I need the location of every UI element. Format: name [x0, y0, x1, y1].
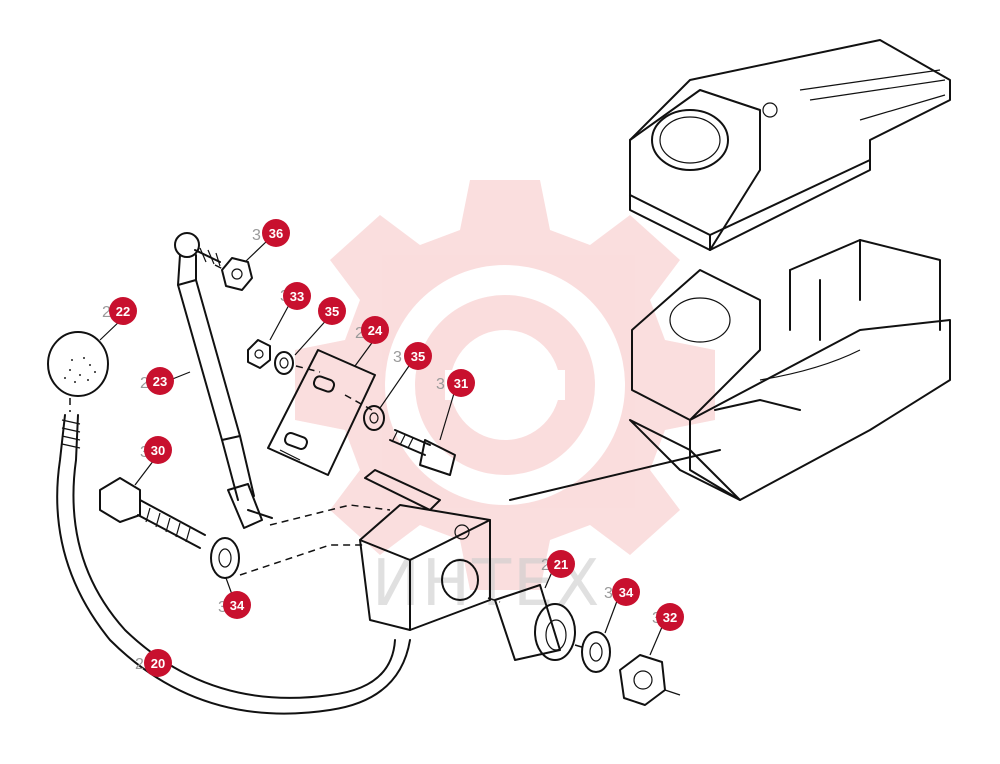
housing-cover [629, 39, 951, 251]
callout-badge-label: 22 [116, 304, 130, 319]
shift-rod [56, 414, 411, 715]
callout-badge-circle [262, 219, 290, 247]
svg-text:3: 3 [218, 599, 227, 616]
watermark-gear-icon [295, 180, 715, 590]
housing-chassis [509, 239, 951, 501]
callout-badge-circle [146, 367, 174, 395]
callout-badge-circle [361, 316, 389, 344]
callout-badge-label: 35 [411, 349, 425, 364]
callout-badge-label: 34 [230, 598, 245, 613]
callout-badge-circle [144, 649, 172, 677]
callout-badge-circle [223, 591, 251, 619]
nut-32 [619, 654, 681, 706]
callout-badge-label: 35 [325, 304, 339, 319]
callout-badge-34[interactable]: 34 [223, 591, 251, 619]
callout-badge-32[interactable]: 32 [656, 603, 684, 631]
callout-badge-31[interactable]: 31 [447, 369, 475, 397]
callout-badge-20[interactable]: 20 [144, 649, 172, 677]
callout-badge-label: 36 [269, 226, 283, 241]
nut-33 [247, 339, 271, 369]
callout-badge-label: 24 [368, 323, 383, 338]
pivot-block [359, 469, 491, 631]
callout-badge-label: 23 [153, 374, 167, 389]
callout-badge-label: 30 [151, 443, 165, 458]
callout-badge-circle [144, 436, 172, 464]
svg-text:3: 3 [604, 585, 613, 602]
washer-35-lower [363, 405, 385, 431]
assembly-lines [69, 264, 586, 649]
washer-34-right [581, 631, 611, 673]
bushing-21 [494, 584, 576, 661]
callout-badge-35[interactable]: 35 [318, 297, 346, 325]
svg-text:2: 2 [355, 325, 364, 342]
callout-badge-22[interactable]: 22 [109, 297, 137, 325]
callout-badge-circle [612, 578, 640, 606]
svg-text:2: 2 [541, 557, 550, 574]
washer-34-left [210, 537, 240, 579]
callout-badge-label: 32 [663, 610, 677, 625]
callout-badge-label: 20 [151, 656, 165, 671]
callout-badge-label: 33 [290, 289, 304, 304]
callout-badge-label: 21 [554, 557, 568, 572]
nut-36 [221, 257, 253, 291]
gas-spring [174, 232, 273, 529]
bracket-plate [267, 349, 376, 476]
svg-text:2: 2 [135, 656, 144, 673]
svg-text:2: 2 [140, 375, 149, 392]
callout-badge-circle [283, 282, 311, 310]
callout-badge-33[interactable]: 33 [283, 282, 311, 310]
svg-text:3: 3 [252, 227, 261, 244]
callout-badge-circle [109, 297, 137, 325]
callout-badge-21[interactable]: 21 [547, 550, 575, 578]
callout-badge-circle [547, 550, 575, 578]
callout-badge-36[interactable]: 36 [262, 219, 290, 247]
svg-text:2: 2 [102, 304, 111, 321]
callout-badge-23[interactable]: 23 [146, 367, 174, 395]
bolt-30 [99, 477, 206, 549]
callout-badge-circle [656, 603, 684, 631]
callout-badge-label: 31 [454, 376, 468, 391]
callout-badge-24[interactable]: 24 [361, 316, 389, 344]
callout-badge-circle [404, 342, 432, 370]
callout-badge-circle [447, 369, 475, 397]
bolt-31 [389, 429, 456, 476]
callout-badge-circle [318, 297, 346, 325]
callout-badge-35[interactable]: 35 [404, 342, 432, 370]
svg-text:3: 3 [393, 349, 402, 366]
svg-text:3: 3 [436, 376, 445, 393]
ball-knob [47, 331, 109, 397]
callout-badge-label: 34 [619, 585, 634, 600]
callout-badge-30[interactable]: 30 [144, 436, 172, 464]
callout-badge-34[interactable]: 34 [612, 578, 640, 606]
washer-35-upper [274, 351, 294, 375]
